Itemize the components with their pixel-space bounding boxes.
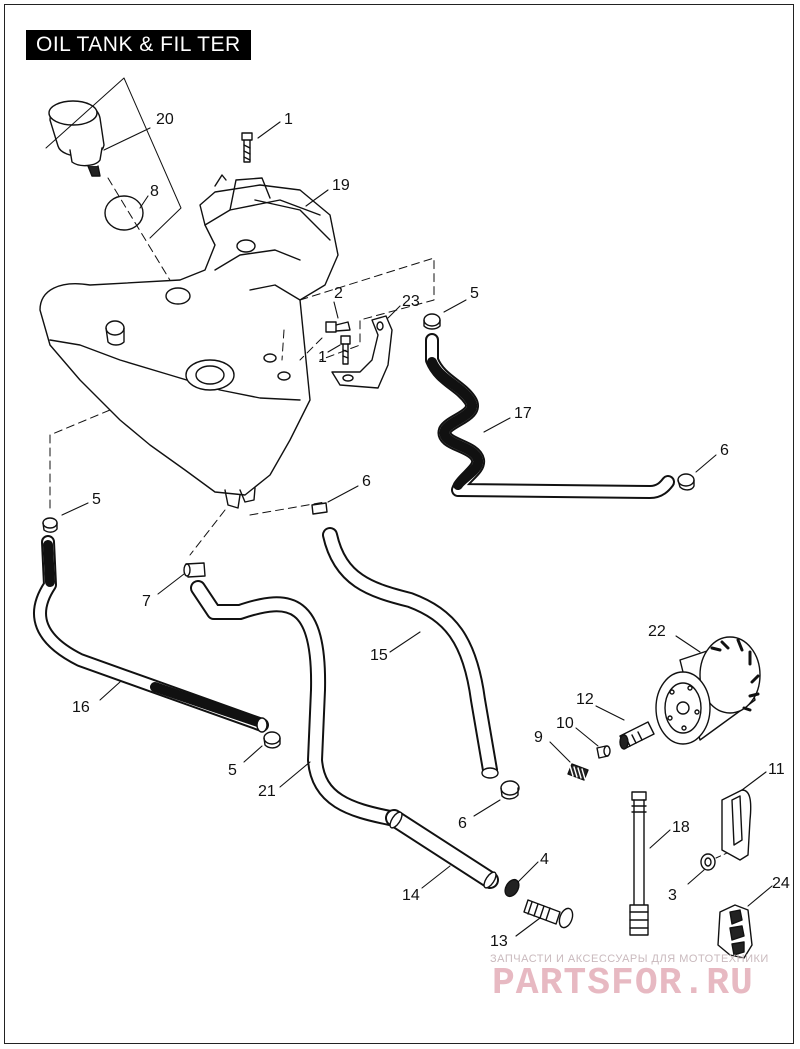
part-clip[interactable] [721,789,752,861]
part-hose-15[interactable] [322,527,499,779]
part-spring[interactable] [567,763,589,781]
part-screw[interactable] [325,321,351,333]
part-clip-24[interactable] [717,904,753,959]
part-hose-16[interactable] [33,535,269,733]
callout-1-lower: 1 [318,349,327,366]
part-check-ball[interactable] [596,745,611,759]
part-drain-plug[interactable] [523,899,575,929]
callout-8: 8 [150,183,159,200]
callout-5-mid: 5 [228,762,237,779]
callout-15: 15 [370,647,388,664]
callout-14: 14 [402,887,420,904]
callout-13: 13 [490,933,508,950]
part-bolt-top[interactable] [241,132,253,163]
callout-1-top: 1 [284,111,293,128]
leader-lines [61,121,773,937]
callout-4: 4 [540,851,549,868]
part-clamp-5-mid[interactable] [263,731,281,749]
callout-labels: 1 1 2 3 4 5 5 5 6 6 6 7 8 9 10 11 12 13 … [72,111,790,950]
callout-6-top: 6 [362,473,371,490]
callout-18: 18 [672,819,690,836]
callout-5-left: 5 [92,491,101,508]
callout-19: 19 [332,177,350,194]
callout-16: 16 [72,699,90,716]
callout-7: 7 [142,593,151,610]
part-hose-21[interactable] [190,580,398,826]
callout-20: 20 [156,111,174,128]
callout-21: 21 [258,783,276,800]
part-hose-vent[interactable] [425,333,675,499]
watermark-logo-text: PARTSFOR.RU [492,962,754,1005]
callout-3: 3 [668,887,677,904]
callout-6-lower: 6 [458,815,467,832]
part-nut[interactable] [700,853,716,871]
callout-6-right: 6 [720,442,729,459]
part-clamp-6-right[interactable] [677,473,695,491]
callout-2: 2 [334,285,343,302]
part-clamp-5-top[interactable] [423,313,441,330]
callout-9: 9 [534,729,543,746]
callout-5-top: 5 [470,285,479,302]
part-drain-pipe[interactable] [385,809,499,889]
callout-24: 24 [772,875,790,892]
part-oil-cap[interactable] [48,100,105,177]
part-oil-filter[interactable] [655,636,761,745]
page-title: OIL TANK & FIL TER [26,30,251,60]
part-filter-nipple[interactable] [619,721,655,750]
part-bolt-lower[interactable] [340,335,351,365]
part-fitting-6-small[interactable] [311,502,328,515]
diagram-frame [4,4,794,1044]
callout-10: 10 [556,715,574,732]
callout-12: 12 [576,691,594,708]
part-clamp-6-lower[interactable] [500,780,520,800]
part-oil-tank[interactable] [39,174,339,509]
part-clamp-5-left[interactable] [42,517,58,533]
callout-23: 23 [402,293,420,310]
callout-11: 11 [768,761,785,778]
callout-22: 22 [648,623,666,640]
part-o-ring[interactable] [104,195,144,231]
part-bracket[interactable] [331,315,393,389]
watermark-tagline: ЗАПЧАСТИ И АКСЕССУАРЫ ДЛЯ МОТОТЕХНИКИ [490,953,769,965]
cap-bracket-lines [45,77,182,239]
part-dipstick-tube[interactable] [629,791,649,936]
part-clamp-4[interactable] [502,877,521,899]
callout-17: 17 [514,405,532,422]
part-clamp-7[interactable] [183,562,206,578]
tank-dashed-guides [49,257,435,556]
